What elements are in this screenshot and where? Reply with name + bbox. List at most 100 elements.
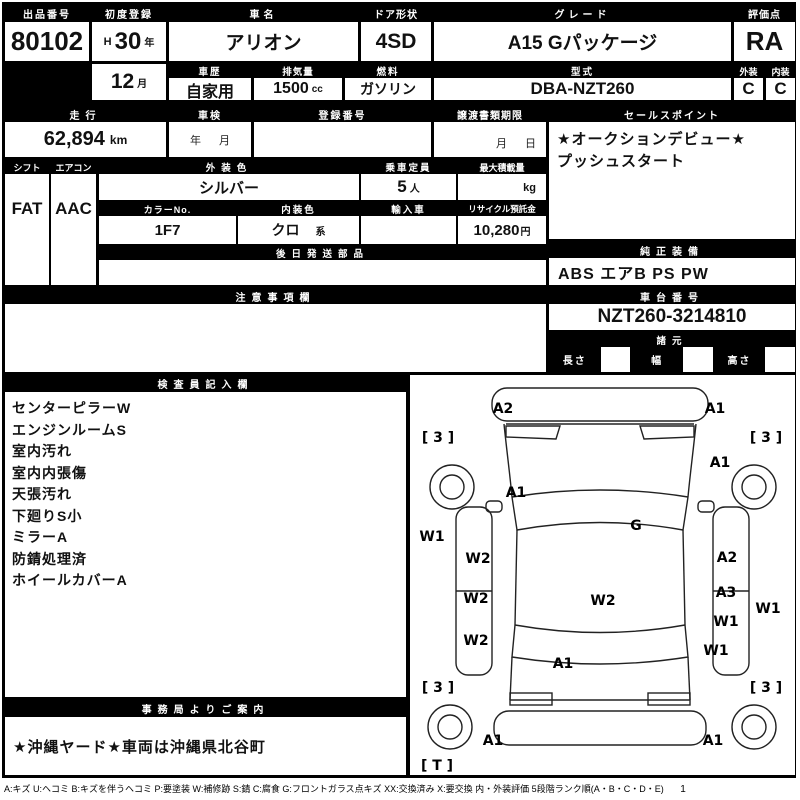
- inspection-expiry-value: 年 月: [169, 122, 251, 157]
- sales-point-value: ★オークションデビュー★ プッシュスタート: [549, 122, 795, 239]
- registration-number-cell: 登録番号: [254, 106, 431, 157]
- wheel-front-right: [731, 464, 777, 510]
- spec-label: 諸元: [549, 333, 795, 347]
- model-code-label: 型式: [434, 64, 731, 78]
- inspector-note: エンジンルームS: [12, 421, 127, 438]
- lot-number-value: 80102: [10, 26, 84, 56]
- fuel-cell: 燃料 ガソリン: [345, 64, 431, 100]
- color-number-cell: カラーNo. 1F7: [99, 202, 236, 244]
- inspector-note: 室内汚れ: [12, 443, 72, 459]
- damage-marker-A1: A1: [553, 656, 574, 672]
- exterior-color-value: シルバー: [198, 179, 259, 197]
- inspector-note: ミラーA: [12, 529, 69, 545]
- fuel-value: ガソリン: [360, 81, 416, 97]
- capacity-label: 乗車定員: [361, 160, 456, 174]
- spec-length-label: 長さ: [549, 347, 601, 372]
- transfer-deadline-label: 譲渡書類期限: [434, 106, 546, 122]
- rear-window-top: [514, 624, 686, 634]
- score-label: 評価点: [734, 5, 795, 22]
- spec-width-value: [682, 347, 714, 372]
- lot-number-cell: 出品番号 80102: [5, 5, 89, 61]
- reg-year: 30: [114, 27, 142, 55]
- interior-grade-label: 内装: [766, 64, 795, 78]
- late-parts-cell: 後日発送部品: [99, 246, 546, 285]
- shaken-month-unit: 月: [219, 134, 230, 147]
- capacity-number: 5: [397, 177, 407, 196]
- score-value: RA: [745, 26, 784, 56]
- mileage-label: 走行: [5, 106, 166, 122]
- month-unit: 月: [137, 78, 148, 90]
- damage-marker-W2: W2: [463, 633, 488, 649]
- recycle-unit: 円: [520, 226, 531, 238]
- damage-marker-G: G: [630, 518, 642, 534]
- hood-left-line: [503, 423, 513, 498]
- damage-marker-T: [ T ]: [421, 758, 453, 774]
- capacity-unit: 人: [409, 183, 420, 195]
- inspection-expiry-label: 車検: [169, 106, 251, 122]
- mileage-number: 62,894: [43, 128, 105, 150]
- shift-value: FAT: [11, 198, 43, 218]
- damage-marker-A2: A2: [493, 401, 514, 417]
- import-car-label: 輸入車: [361, 202, 456, 216]
- recycle-amount: 10,280: [473, 221, 520, 239]
- inspector-notes-list: センターピラーW エンジンルームS 室内汚れ 室内内張傷 天張汚れ 下廻りS小 …: [5, 392, 406, 697]
- interior-color-suffix: 系: [315, 226, 326, 238]
- damage-marker-W1: W1: [703, 643, 728, 659]
- inspector-note: 天張汚れ: [12, 486, 72, 502]
- sales-point-line1: ★オークションデビュー★: [557, 131, 746, 148]
- damage-marker-A1: A1: [483, 733, 504, 749]
- era-letter: H: [103, 35, 112, 48]
- spec-length-value: [600, 347, 632, 372]
- wheel-front-right-hub: [741, 474, 767, 500]
- model-code-cell: 型式 DBA-NZT260: [434, 64, 731, 100]
- damage-marker-A1: A1: [705, 401, 726, 417]
- grade-cell: グレード A15 Gパッケージ: [434, 5, 731, 61]
- first-registration-label: 初度登録: [92, 5, 166, 22]
- damage-marker-3: [ 3 ]: [422, 680, 454, 696]
- car-name-cell: 車名 アリオン: [169, 5, 358, 61]
- damage-marker-W2: W2: [590, 593, 615, 609]
- fuel-label: 燃料: [345, 64, 431, 78]
- inspector-note: 下廻りS小: [12, 507, 83, 524]
- wheel-rear-left-hub: [437, 714, 463, 740]
- exterior-color-label: 外装色: [99, 160, 359, 174]
- chassis-number-label: 車台番号: [549, 288, 795, 304]
- history-cell: 車歴 自家用: [169, 64, 251, 100]
- damage-marker-A1: A1: [506, 485, 527, 501]
- first-registration-month: 12 月: [92, 64, 166, 100]
- roof-left: [514, 529, 518, 626]
- car-name-value: アリオン: [225, 33, 302, 54]
- mileage-unit: km: [109, 132, 128, 147]
- displacement-unit: cc: [311, 83, 323, 95]
- aircon-cell: エアコン AAC: [51, 160, 96, 285]
- damage-marker-A3: A3: [716, 585, 737, 601]
- damage-marker-A1: A1: [703, 733, 724, 749]
- color-number-label: カラーNo.: [99, 202, 236, 216]
- transfer-day-unit: 日: [525, 138, 536, 150]
- exterior-grade-value: C: [742, 79, 755, 98]
- rear-bumper: [493, 710, 707, 746]
- windshield-top: [511, 489, 689, 498]
- color-number-value: 1F7: [154, 221, 181, 239]
- chassis-number-value: NZT260-3214810: [597, 306, 747, 327]
- damage-marker-A1: A1: [710, 455, 731, 471]
- headlight-left: [505, 425, 561, 440]
- mirror-right: [697, 500, 715, 513]
- late-parts-value: [99, 260, 546, 285]
- first-registration-year: H 30 年: [92, 22, 166, 61]
- interior-color-value: クロ 系: [238, 216, 359, 244]
- max-load-unit: kg: [523, 182, 536, 194]
- sales-point-cell: セールスポイント ★オークションデビュー★ プッシュスタート: [549, 106, 795, 239]
- wheel-front-left-hub: [439, 474, 465, 500]
- legend: A:キズ U:ヘコミ B:キズを伴うヘコミ P:要塗装 W:補修跡 S:錆 C:…: [4, 782, 798, 795]
- late-parts-label: 後日発送部品: [99, 246, 546, 260]
- grade-value: A15 Gパッケージ: [507, 33, 658, 54]
- displacement-value: 1500 cc: [254, 78, 342, 100]
- max-load-value: kg: [458, 174, 546, 200]
- mileage-cell: 走行 62,894 km: [5, 106, 166, 157]
- damage-marker-3: [ 3 ]: [750, 680, 782, 696]
- transfer-month-unit: 月: [496, 138, 507, 150]
- first-registration-month-cell: 12 月: [92, 64, 166, 100]
